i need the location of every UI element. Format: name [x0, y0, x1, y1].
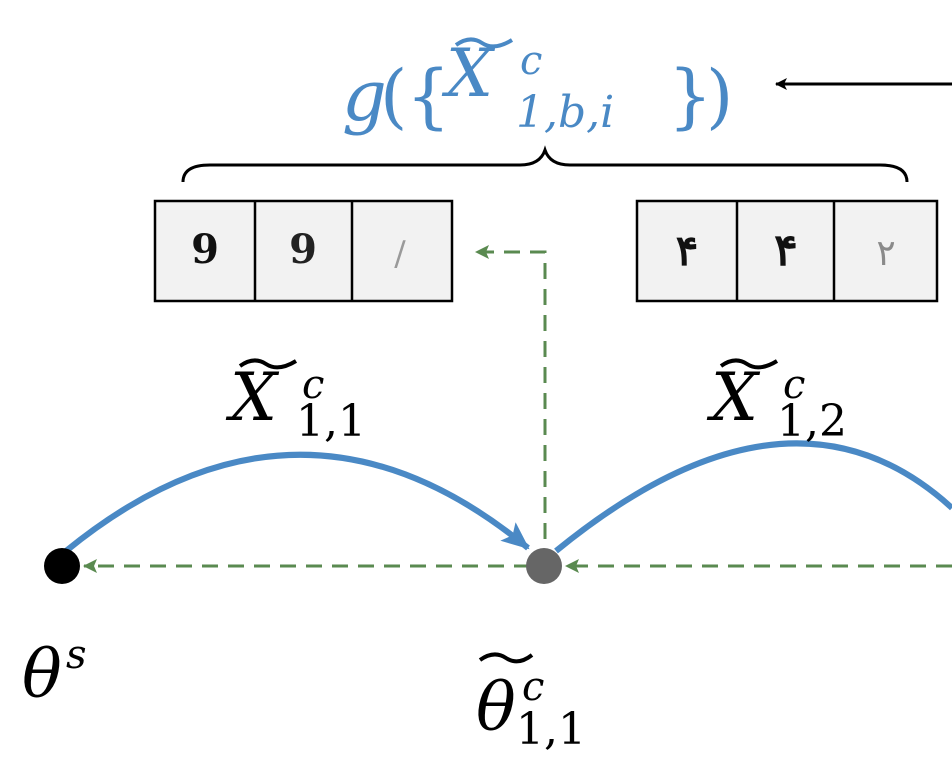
label-theta-s: θ s	[22, 632, 87, 713]
theta-s-superscript: s	[66, 632, 87, 678]
blue-curve-arrow-2	[554, 440, 952, 554]
node-theta-s	[44, 548, 80, 584]
x11-superscript: c	[302, 362, 324, 408]
theta-c11-superscript: c	[522, 664, 544, 710]
green-dashed-up-arrow	[475, 245, 547, 565]
x11-symbol: X	[225, 359, 280, 436]
x11-tilde	[238, 358, 298, 370]
digit-tile: ۲	[876, 233, 895, 274]
curly-brace	[181, 145, 909, 183]
theta-c11-subscript: 1,1	[516, 704, 586, 755]
strip-frame	[153, 199, 454, 303]
title-lbrace: {	[406, 55, 451, 137]
x12-superscript: c	[783, 362, 805, 408]
theta-s-symbol: θ	[22, 636, 62, 713]
title-rbrace: }	[668, 55, 713, 137]
title-expression: g ( { X c 1,b,i } )	[342, 35, 733, 138]
digit-tile: ۴	[676, 226, 699, 275]
blue-curve-arrow-1	[64, 451, 530, 554]
digit-tile: 9	[191, 226, 219, 273]
x11-subscript: 1,1	[296, 396, 366, 447]
theta-c11-symbol: θ	[476, 669, 516, 746]
digit-tile: ۴	[774, 225, 798, 276]
title-subscript: 1,b,i	[516, 87, 614, 138]
title-rparen: )	[706, 55, 733, 137]
label-x12: X c 1,2	[706, 358, 847, 447]
x12-subscript: 1,2	[777, 396, 847, 447]
node-theta-c11	[526, 548, 562, 584]
theta-c11-tilde	[478, 652, 534, 664]
title-tilde	[454, 37, 514, 49]
label-theta-c11: θ c 1,1	[476, 652, 586, 755]
title-symbol: X	[441, 35, 496, 112]
x12-symbol: X	[706, 359, 761, 436]
sample-strip-right: ۴ ۴ ۲	[635, 199, 939, 303]
digit-tile: 9	[289, 226, 317, 273]
title-superscript: c	[520, 38, 542, 84]
sample-strip-left: 9 9 /	[153, 199, 454, 303]
title-func: g	[342, 55, 387, 137]
label-x11: X c 1,1	[225, 358, 366, 447]
strip-frame	[635, 199, 939, 303]
title-lparen: (	[380, 55, 407, 137]
x12-tilde	[719, 358, 779, 370]
digit-tile: /	[394, 234, 406, 274]
